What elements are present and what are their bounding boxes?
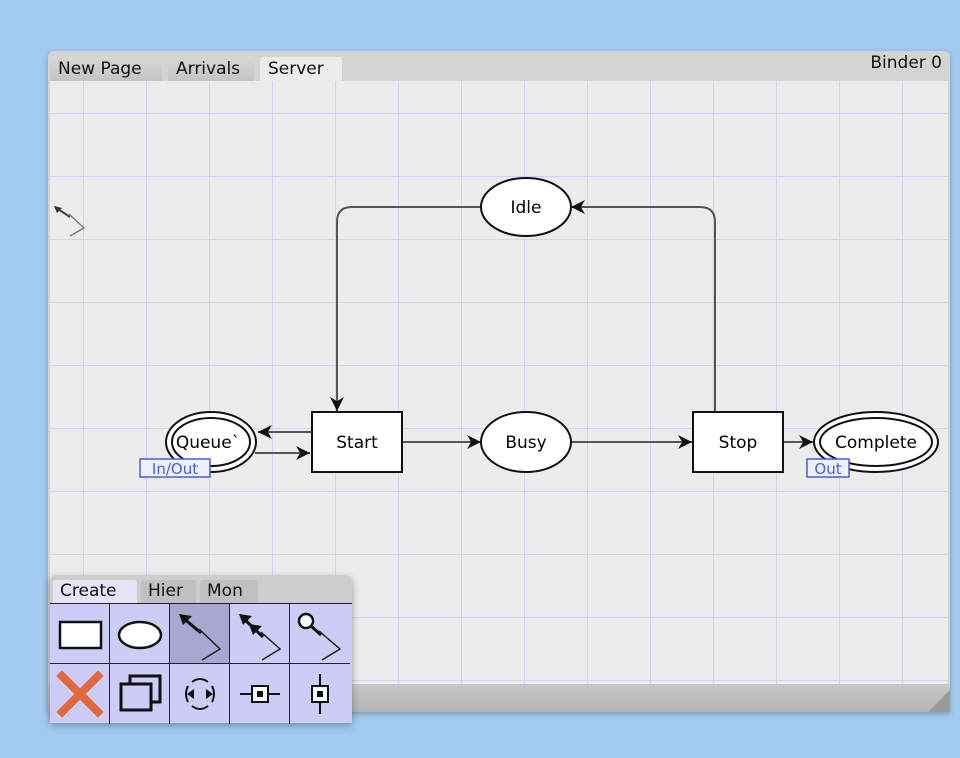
- net-canvas[interactable]: Idle Busy Queue` In/Out Complete: [50, 81, 948, 684]
- create-place-tool[interactable]: [110, 604, 170, 664]
- horizontal-align-icon: [240, 685, 280, 703]
- create-arc-tool[interactable]: [170, 604, 230, 664]
- svg-text:Out: Out: [814, 460, 841, 478]
- arc-icon: [179, 614, 222, 661]
- tab-label: Mon: [207, 581, 243, 601]
- port-tag-out: Out: [806, 458, 850, 478]
- delete-icon: [56, 670, 104, 718]
- petri-net-diagram: Idle Busy Queue` In/Out Complete: [54, 177, 939, 478]
- tab-create[interactable]: Create: [53, 580, 137, 603]
- transition-label: Stop: [719, 433, 758, 453]
- vertical-align-tool[interactable]: [290, 664, 350, 724]
- tab-label: New Page: [58, 59, 142, 79]
- reset-arc-icon: [297, 612, 342, 661]
- create-transition-tool[interactable]: [50, 604, 110, 664]
- tab-mon[interactable]: Mon: [200, 580, 258, 603]
- palette-tool-grid: [50, 603, 352, 724]
- tab-label: Server: [268, 59, 324, 79]
- svg-text:In/Out: In/Out: [152, 460, 198, 478]
- resize-grip-icon[interactable]: [928, 690, 950, 712]
- clone-tool[interactable]: [110, 664, 170, 724]
- arc-idle-to-start[interactable]: [330, 206, 481, 411]
- horizontal-align-tool[interactable]: [230, 664, 290, 724]
- tab-server[interactable]: Server: [260, 57, 342, 81]
- binder-title: Binder 0: [870, 53, 942, 73]
- create-double-arc-tool[interactable]: [230, 604, 290, 664]
- place-label: Queue`: [176, 433, 240, 453]
- arc-cursor-icon: [54, 206, 86, 237]
- place-label: Complete: [835, 433, 917, 453]
- place-idle[interactable]: Idle: [480, 177, 572, 237]
- place-label: Busy: [505, 433, 546, 453]
- place-busy[interactable]: Busy: [480, 411, 572, 473]
- place-ellipse-icon: [117, 620, 163, 650]
- tab-label: Hier: [148, 581, 183, 601]
- create-reset-arc-tool[interactable]: [290, 604, 350, 664]
- tab-arrivals[interactable]: Arrivals: [168, 57, 254, 81]
- clone-icon: [119, 674, 162, 712]
- palette-tab-bar: Create Hier Mon: [50, 575, 352, 603]
- transition-label: Start: [336, 433, 378, 453]
- double-arc-icon: [239, 614, 282, 661]
- delete-tool[interactable]: [50, 664, 110, 724]
- place-label: Idle: [511, 198, 542, 218]
- tool-palette: Create Hier Mon: [50, 575, 352, 724]
- reverse-arc-tool[interactable]: [170, 664, 230, 724]
- arc-stop-to-idle[interactable]: [571, 200, 716, 411]
- transition-rect-icon: [58, 620, 103, 650]
- reverse-arc-icon: [185, 678, 215, 710]
- binder-tab-bar: New Page Arrivals Server Binder 0: [48, 51, 950, 81]
- tab-new-page[interactable]: New Page: [50, 57, 162, 81]
- place-complete[interactable]: Complete: [813, 411, 939, 473]
- tab-hier[interactable]: Hier: [141, 580, 196, 603]
- transition-start[interactable]: Start: [311, 411, 403, 473]
- place-queue[interactable]: Queue`: [165, 411, 257, 473]
- vertical-align-icon: [311, 674, 329, 714]
- transition-stop[interactable]: Stop: [692, 411, 784, 473]
- binder-window: New Page Arrivals Server Binder 0: [48, 51, 950, 712]
- tab-label: Create: [60, 581, 117, 601]
- port-tag-in-out: In/Out: [139, 458, 211, 478]
- tab-label: Arrivals: [176, 59, 241, 79]
